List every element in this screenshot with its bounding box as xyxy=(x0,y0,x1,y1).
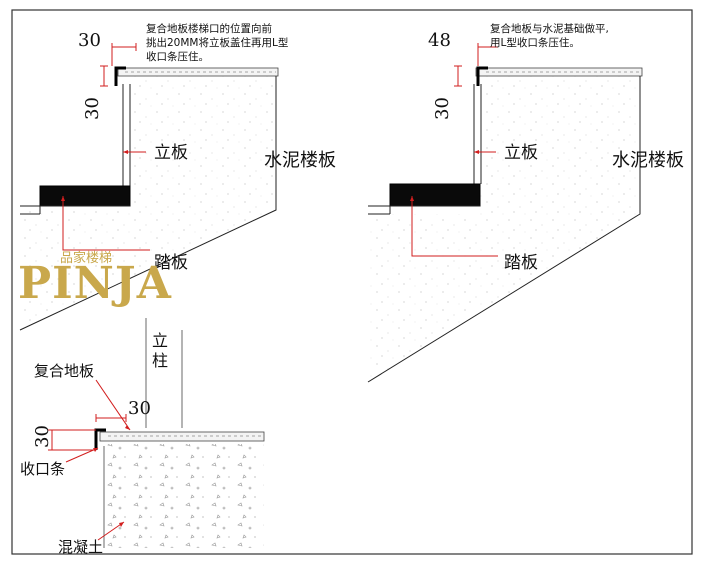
floor-board-bottom xyxy=(99,431,265,442)
logo-word: PINJA xyxy=(18,258,172,309)
label-trim: 收口条 xyxy=(20,460,65,478)
panel-right: 48 30 复合地板与水泥基础做平, 用L型收口条压住。 立板 水泥楼板 踏板 xyxy=(367,22,684,383)
slab-edge-right xyxy=(367,76,641,383)
dim-side-text: 30 xyxy=(82,97,103,120)
label-concrete-stair: 水泥楼板 xyxy=(264,150,336,171)
note-line-right-2: 用L型收口条压住。 xyxy=(490,36,580,49)
panel-left: 30 30 复合地板楼梯口的位置向前 挑出20MM将立板盖住再用L型 收口条压住… xyxy=(19,22,336,331)
logo-tagline: 品家楼梯 xyxy=(60,250,112,266)
label-floor: 复合地板 xyxy=(34,362,94,380)
dim-side-text-right: 30 xyxy=(432,97,453,120)
concrete-base xyxy=(104,444,264,548)
label-post-2: 柱 xyxy=(152,351,168,370)
tread-block-right xyxy=(389,183,481,207)
note-line-right-1: 复合地板与水泥基础做平, xyxy=(490,22,609,35)
drawing-frame xyxy=(11,9,693,555)
l-trim-profile-right xyxy=(476,66,488,86)
label-riser: 立板 xyxy=(154,143,188,163)
label-concrete: 混凝土 xyxy=(58,538,103,556)
note-line-2: 挑出20MM将立板盖住再用L型 xyxy=(146,36,288,49)
concrete-stair-body-right xyxy=(368,70,640,382)
slab-edge xyxy=(19,76,277,331)
brand-logo: 品家楼梯 PINJA xyxy=(18,250,172,309)
label-post-1: 立 xyxy=(152,331,168,350)
concrete-stair-body xyxy=(20,70,276,330)
label-tread: 踏板 xyxy=(154,253,188,273)
dim-top-text-bottom: 30 xyxy=(128,398,151,419)
dim-side-text-bottom: 30 xyxy=(32,425,53,448)
panel-bottom: 立 柱 复合地板 30 30 收口条 混凝土 xyxy=(20,318,265,556)
label-riser-right: 立板 xyxy=(504,143,538,163)
dim-top-text-right: 48 xyxy=(428,30,451,51)
l-trim-profile xyxy=(114,66,126,86)
note-line-1: 复合地板楼梯口的位置向前 xyxy=(146,22,272,35)
note-line-3: 收口条压住。 xyxy=(146,50,209,63)
label-concrete-stair-right: 水泥楼板 xyxy=(612,150,684,171)
dim-top-text: 30 xyxy=(78,30,101,51)
tread-block xyxy=(39,185,131,207)
label-tread-right: 踏板 xyxy=(504,253,538,273)
